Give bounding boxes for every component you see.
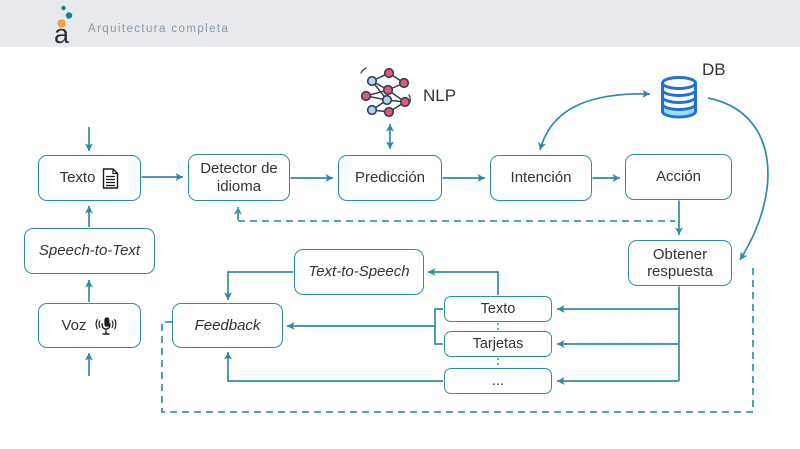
edge-bracket-texto-tarjetas (434, 308, 443, 345)
document-icon (103, 167, 119, 189)
diagram-canvas: NLP DB Texto Detector de idiom (0, 47, 800, 449)
node-intencion-label: Intención (510, 169, 572, 187)
node-obtener-respuesta: Obtener respuesta (628, 240, 732, 286)
node-otros-label: ... (491, 372, 505, 389)
edge-texto-tts (428, 268, 499, 295)
node-texto-output: Texto (444, 296, 552, 322)
db-label: DB (702, 60, 726, 79)
node-feedback: Feedback (172, 303, 283, 348)
node-otros: ... (444, 368, 552, 394)
brand-logo-icon: a (54, 5, 73, 45)
db-database-icon (661, 76, 697, 119)
node-intencion: Intención (490, 155, 592, 201)
edge-otros-feedback (224, 352, 443, 382)
node-feedback-label: Feedback (194, 316, 261, 334)
microphone-icon (95, 316, 117, 335)
node-speech-to-text: Speech-to-Text (24, 228, 155, 274)
edge-db-obtener-curve (707, 97, 769, 261)
node-speech-to-text-label: Speech-to-Text (38, 242, 141, 260)
brand-logo-letter: a (54, 19, 70, 45)
node-detector-idioma: Detector de idioma (188, 154, 290, 201)
node-detector-idioma-label: Detector de idioma (200, 160, 278, 195)
node-voz-label: Voz (61, 316, 87, 334)
node-accion: Acción (625, 154, 732, 200)
edge-intencion-db-curve (538, 89, 651, 151)
node-voz: Voz (38, 303, 141, 348)
connector-layer (85, 89, 769, 413)
node-tarjetas-label: Tarjetas (472, 335, 524, 352)
nlp-label: NLP (423, 86, 457, 105)
node-tarjetas: Tarjetas (444, 331, 552, 357)
node-prediccion-label: Predicción (354, 169, 426, 187)
node-accion-label: Acción (655, 168, 702, 186)
node-text-to-speech-label: Text-to-Speech (308, 263, 410, 281)
node-texto-input: Texto (38, 155, 141, 201)
slide-title: Arquitectura completa (88, 23, 230, 35)
edge-dashed-feedback-loop (161, 264, 754, 413)
node-obtener-respuesta-label: Obtener respuesta (647, 245, 713, 280)
node-prediccion: Predicción (338, 155, 442, 201)
node-texto-input-label: Texto (59, 169, 96, 187)
edge-tts-feedback (224, 271, 293, 300)
node-texto-output-label: Texto (480, 300, 516, 317)
node-text-to-speech: Text-to-Speech (294, 249, 424, 295)
nlp-network-icon (360, 67, 411, 118)
header-bar: a Arquitectura completa (0, 0, 800, 47)
